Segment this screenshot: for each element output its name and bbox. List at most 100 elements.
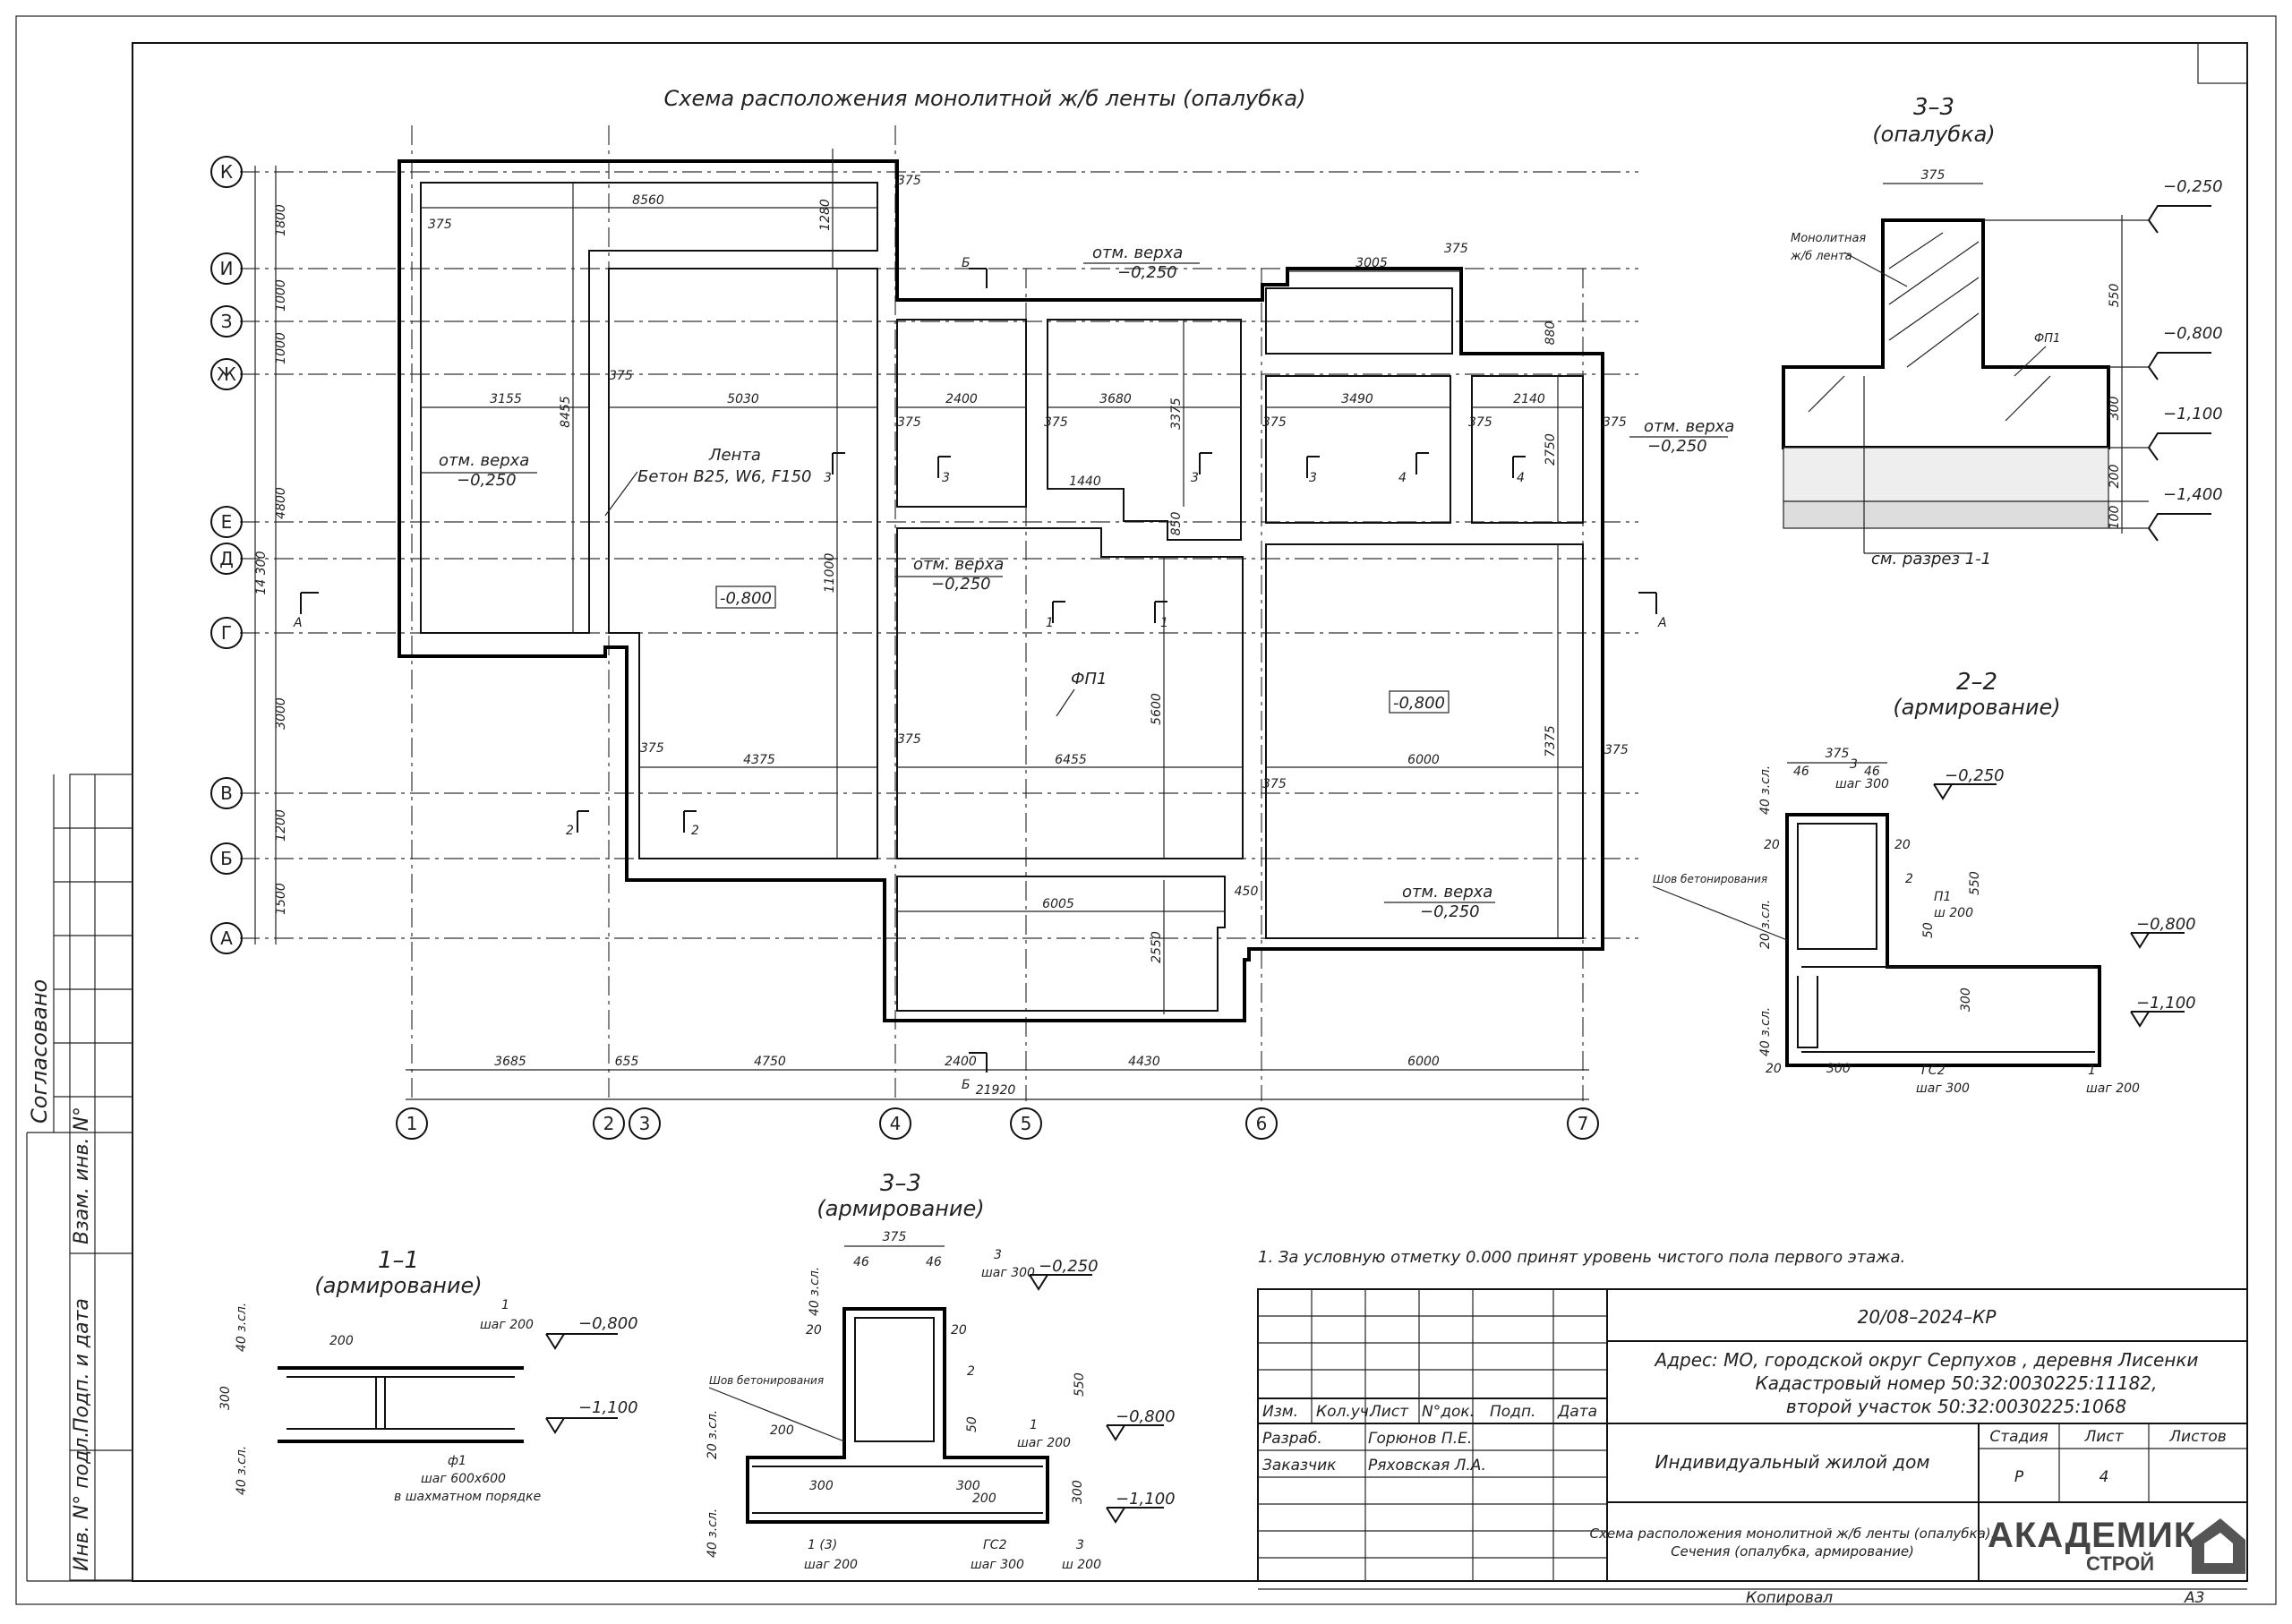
svg-text:20/08–2024–КР: 20/08–2024–КР bbox=[1858, 1306, 1997, 1328]
svg-text:20: 20 bbox=[1894, 838, 1911, 852]
left-side-stamp: Согласовано Взам. инв. N° Подп. и дата И… bbox=[26, 774, 133, 1582]
foundation-plan: Схема расположения монолитной ж/б ленты … bbox=[210, 86, 1734, 1140]
title-block: Изм. Кол.уч. Лист N°док. Подп. Дата Разр… bbox=[1257, 1288, 2248, 1607]
svg-text:375: 375 bbox=[428, 218, 452, 232]
svg-text:550: 550 bbox=[1968, 871, 1982, 895]
svg-text:40 з.сл.: 40 з.сл. bbox=[1758, 765, 1773, 815]
svg-text:1 (3): 1 (3) bbox=[808, 1538, 837, 1552]
svg-text:шаг 200: шаг 200 bbox=[480, 1318, 534, 1332]
section-markers: А А Б Б 1 1 2 2 3 3 3 3 4 4 bbox=[293, 256, 1667, 1092]
svg-text:5030: 5030 bbox=[727, 392, 759, 406]
plan-inner-dimensions: 8560 1280 3155 5030 8455 11000 2400 3680… bbox=[421, 149, 1629, 1014]
general-note: 1. За условную отметку 0.000 принят уров… bbox=[1258, 1248, 1905, 1267]
svg-text:3: 3 bbox=[942, 471, 950, 485]
svg-text:АКАДЕМИК: АКАДЕМИК bbox=[1988, 1516, 2196, 1555]
col-dimension-chain: 3685 655 4750 2400 4430 6000 21920 bbox=[406, 1055, 1589, 1100]
side-agreed: Согласовано bbox=[27, 979, 52, 1124]
svg-text:375: 375 bbox=[897, 174, 921, 188]
plan-notes: отм. верха −0,250 Лента Бетон В25, W6, F… bbox=[421, 244, 1734, 921]
svg-text:отм. верха: отм. верха bbox=[439, 451, 529, 470]
svg-text:(армирование): (армирование) bbox=[314, 1273, 482, 1298]
svg-text:375: 375 bbox=[1826, 747, 1850, 761]
svg-text:−0,250: −0,250 bbox=[2163, 177, 2223, 196]
svg-text:отм. верха: отм. верха bbox=[1402, 883, 1492, 902]
svg-text:−0,250: −0,250 bbox=[1647, 437, 1707, 456]
svg-text:отм. верха: отм. верха bbox=[1092, 244, 1183, 262]
svg-text:ГС2: ГС2 bbox=[983, 1538, 1007, 1552]
svg-text:3155: 3155 bbox=[490, 392, 522, 406]
svg-text:50: 50 bbox=[1921, 922, 1936, 938]
svg-text:отм. верха: отм. верха bbox=[913, 555, 1004, 574]
svg-text:ГС2: ГС2 bbox=[1921, 1064, 1946, 1078]
axis-col-3: 3 bbox=[639, 1113, 651, 1134]
svg-text:300: 300 bbox=[218, 1386, 233, 1410]
plan-title: Схема расположения монолитной ж/б ленты … bbox=[664, 86, 1306, 111]
svg-text:Дата: Дата bbox=[1557, 1403, 1597, 1421]
axis-col-6: 6 bbox=[1256, 1113, 1268, 1134]
svg-text:Лист: Лист bbox=[2083, 1428, 2124, 1446]
svg-text:Лист: Лист bbox=[1369, 1403, 1409, 1421]
svg-text:−0,250: −0,250 bbox=[1945, 766, 2005, 785]
side-podp: Подп. и дата bbox=[71, 1298, 93, 1432]
axis-row-8: В bbox=[220, 782, 233, 804]
svg-text:3005: 3005 bbox=[1356, 256, 1388, 270]
svg-text:375: 375 bbox=[1921, 168, 1946, 183]
svg-text:50: 50 bbox=[965, 1416, 979, 1432]
svg-text:2400: 2400 bbox=[945, 1055, 977, 1069]
svg-text:Горюнов П.Е.: Горюнов П.Е. bbox=[1368, 1430, 1472, 1448]
svg-text:550: 550 bbox=[2108, 284, 2122, 308]
section-1-1-reinforcement: 1–1 (армирование) 200 1 шаг 200 −0,800 −… bbox=[218, 1247, 638, 1504]
svg-text:20: 20 bbox=[1766, 1062, 1782, 1076]
svg-text:ш 200: ш 200 bbox=[1062, 1558, 1101, 1572]
svg-text:−0,800: −0,800 bbox=[578, 1314, 638, 1333]
svg-text:3–3: 3–3 bbox=[880, 1170, 921, 1197]
svg-text:Ряховская Л.А.: Ряховская Л.А. bbox=[1368, 1457, 1486, 1474]
svg-text:5600: 5600 bbox=[1150, 693, 1164, 725]
svg-text:1: 1 bbox=[1046, 616, 1054, 630]
svg-text:300: 300 bbox=[809, 1479, 834, 1493]
svg-text:−1,400: −1,400 bbox=[2163, 485, 2223, 504]
svg-text:880: 880 bbox=[1544, 321, 1558, 346]
svg-text:1500: 1500 bbox=[274, 883, 288, 915]
svg-text:1200: 1200 bbox=[274, 809, 288, 842]
svg-text:Стадия: Стадия bbox=[1989, 1428, 2048, 1446]
axis-row-5: Е bbox=[221, 511, 233, 533]
svg-text:3: 3 bbox=[1309, 471, 1317, 485]
svg-text:2550: 2550 bbox=[1150, 931, 1164, 963]
axis-row-4: Ж bbox=[217, 363, 236, 385]
svg-text:2140: 2140 bbox=[1513, 392, 1545, 406]
axis-col-7: 7 bbox=[1578, 1113, 1589, 1134]
svg-text:550: 550 bbox=[1073, 1372, 1087, 1397]
side-vzam: Взам. инв. N° bbox=[71, 1107, 93, 1244]
svg-text:300: 300 bbox=[1959, 987, 1973, 1012]
svg-text:4375: 4375 bbox=[743, 753, 775, 767]
axis-row-9: Б bbox=[220, 848, 233, 869]
svg-text:6005: 6005 bbox=[1042, 897, 1074, 911]
svg-text:6455: 6455 bbox=[1055, 753, 1087, 767]
svg-text:21920: 21920 bbox=[976, 1083, 1016, 1098]
svg-text:−0,800: −0,800 bbox=[1116, 1407, 1176, 1426]
svg-text:отм. верха: отм. верха bbox=[1644, 417, 1734, 436]
col-bubbles: 1 2 3 4 5 6 7 bbox=[396, 1107, 1599, 1140]
svg-text:ФП1: ФП1 bbox=[2034, 332, 2060, 346]
svg-text:4800: 4800 bbox=[274, 487, 288, 519]
svg-text:4: 4 bbox=[2100, 1468, 2109, 1486]
svg-text:второй участок 50:32:0030225:1: второй участок 50:32:0030225:1068 bbox=[1786, 1396, 2126, 1417]
svg-text:375: 375 bbox=[609, 369, 633, 383]
row-dimension-chain: 1800 1000 1000 4800 3000 1200 1500 14 30… bbox=[254, 166, 288, 944]
svg-text:−0,250: −0,250 bbox=[1039, 1257, 1099, 1276]
svg-text:1440: 1440 bbox=[1069, 474, 1101, 489]
axis-col-2: 2 bbox=[603, 1113, 615, 1134]
svg-text:3685: 3685 bbox=[494, 1055, 526, 1069]
svg-text:3: 3 bbox=[1076, 1538, 1084, 1552]
svg-text:100: 100 bbox=[2108, 506, 2122, 530]
svg-text:3: 3 bbox=[1191, 471, 1199, 485]
svg-text:см. разрез 1-1: см. разрез 1-1 bbox=[1871, 550, 1991, 568]
svg-text:А3: А3 bbox=[2184, 1589, 2204, 1607]
svg-text:375: 375 bbox=[897, 732, 921, 747]
svg-text:1000: 1000 bbox=[274, 279, 288, 312]
svg-text:Шов бетонирования: Шов бетонирования bbox=[1653, 873, 1767, 885]
svg-text:1: 1 bbox=[2088, 1064, 2096, 1078]
svg-text:шаг 300: шаг 300 bbox=[1835, 777, 1889, 791]
svg-text:3680: 3680 bbox=[1099, 392, 1132, 406]
